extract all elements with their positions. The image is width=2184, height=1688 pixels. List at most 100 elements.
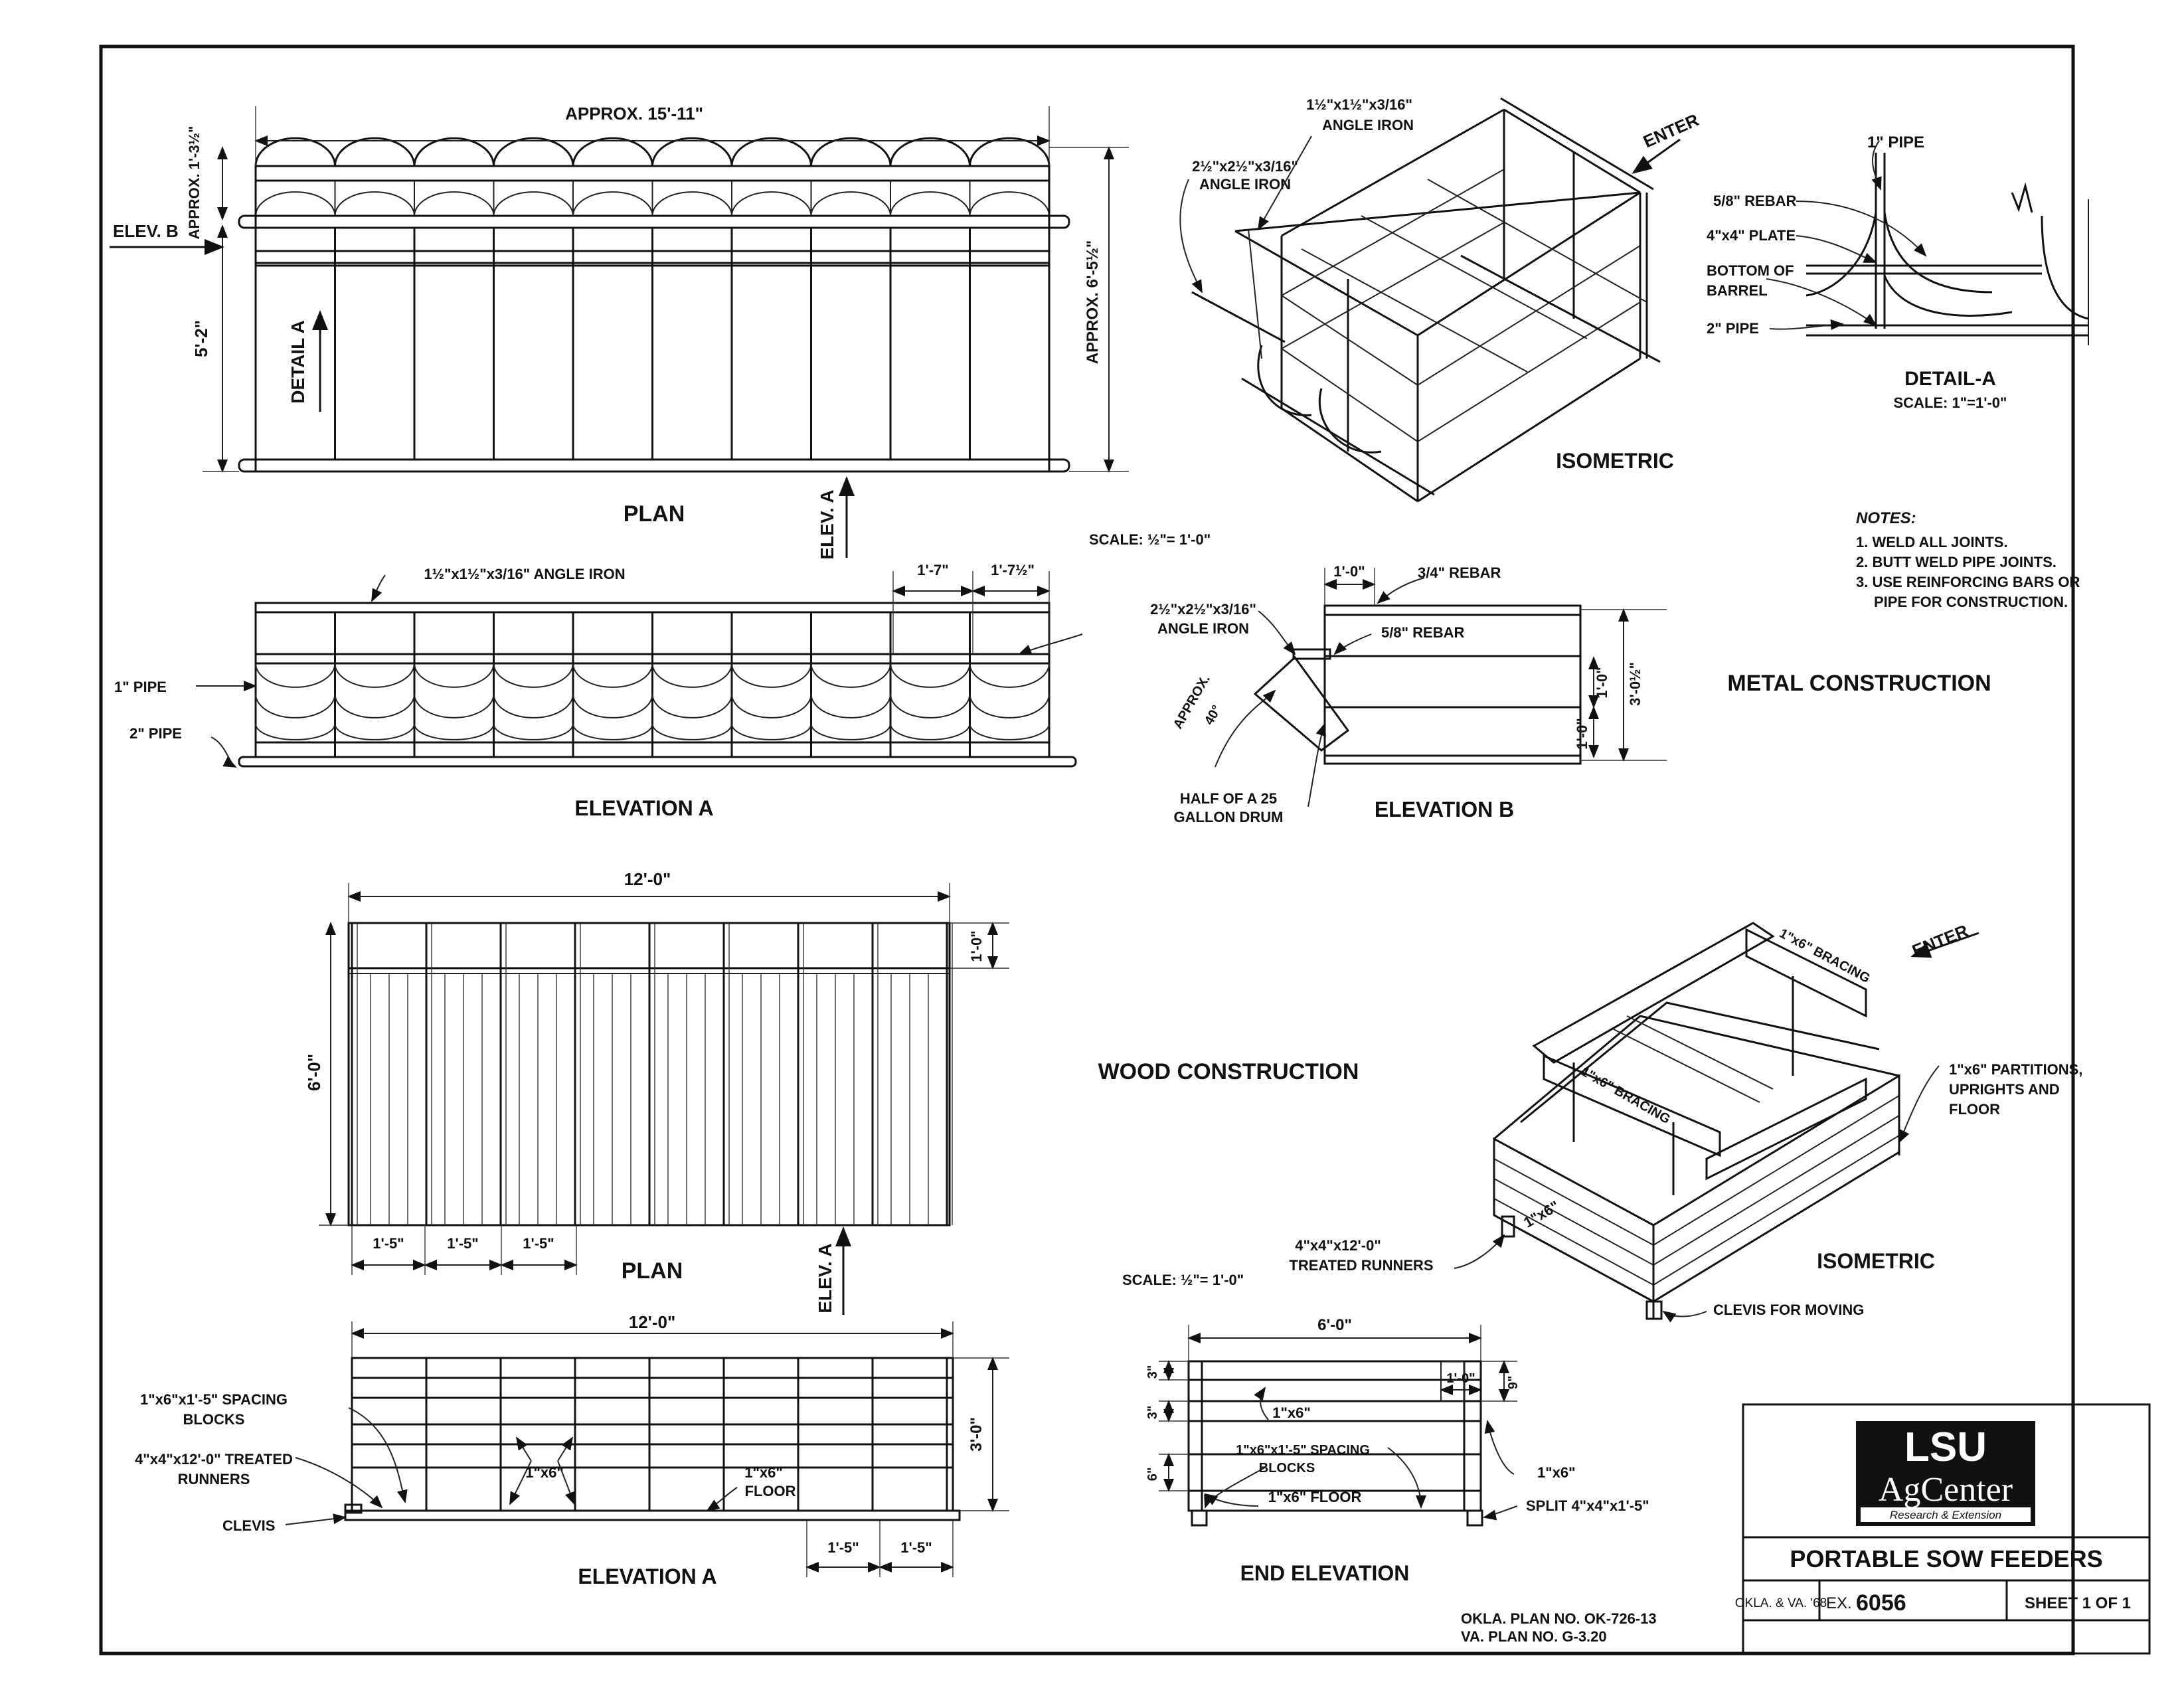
- wood-elev-floor-2: FLOOR: [745, 1483, 796, 1499]
- wood-elev-length: 12'-0": [629, 1312, 676, 1332]
- wood-iso-partitions-3: FLOOR: [1949, 1101, 2000, 1118]
- elev-drum-arc: [255, 663, 336, 688]
- elev-drum-arc: [969, 663, 1050, 688]
- wood-end-elevation-view: [1159, 1325, 1518, 1527]
- wood-elevation-a-view: [285, 1321, 1009, 1577]
- metal-iso-title: ISOMETRIC: [1556, 449, 1674, 473]
- elev-drum-arc: [334, 663, 415, 688]
- elev-drum-arc: [810, 723, 891, 740]
- metal-elev-dim-1: 1'-7": [917, 562, 948, 578]
- wood-plan-bay-1: 1'-5": [373, 1235, 404, 1252]
- detail-scale: SCALE: 1"=1'-0": [1894, 394, 2007, 411]
- note-1: 1. WELD ALL JOINTS.: [1856, 534, 2008, 550]
- metal-elev-b-angle: 2½"x2½"x3/16": [1150, 601, 1256, 618]
- elev-drum-arc: [334, 693, 415, 718]
- metal-elevation-b-view: [1215, 568, 1667, 807]
- drum-half-top: [651, 137, 733, 167]
- title-block-ex-label: EX.: [1826, 1594, 1852, 1612]
- drum-half-bottom: [493, 191, 574, 216]
- title-block-sheet: SHEET 1 OF 1: [2025, 1594, 2131, 1612]
- detail-pipe-1in: 1" PIPE: [1867, 133, 1924, 151]
- metal-plan-elev-b: ELEV. B: [113, 221, 179, 241]
- elev-drum-arc: [255, 723, 336, 740]
- metal-plan-approx-width: APPROX. 6'-5½": [1084, 240, 1102, 364]
- note-3: 3. USE REINFORCING BARS OR: [1856, 574, 2080, 590]
- end-elev-floor: 1"x6" FLOOR: [1268, 1489, 1362, 1505]
- wood-plan-elev-a: ELEV. A: [815, 1243, 835, 1313]
- elev-drum-arc: [572, 663, 653, 688]
- elev-drum-arc: [810, 693, 891, 718]
- end-elev-title: END ELEVATION: [1240, 1561, 1410, 1585]
- elev-drum-arc: [572, 693, 653, 718]
- sheet-border: [99, 44, 2075, 1655]
- metal-elev-b-drum-1: HALF OF A 25: [1180, 790, 1277, 807]
- note-3-cont: PIPE FOR CONSTRUCTION.: [1874, 594, 2068, 610]
- metal-iso-angle-small: 1½"x1½"x3/16": [1306, 96, 1412, 113]
- wood-plan-bay-3: 1'-5": [523, 1235, 554, 1252]
- metal-elev-b-rebar-34: 3/4" REBAR: [1418, 564, 1501, 581]
- drum-half-top: [969, 137, 1050, 167]
- metal-elev-b-angle-deg: 40°: [1202, 703, 1224, 727]
- title-block-ex-number: 6056: [1856, 1590, 1906, 1616]
- wood-iso-partitions-2: UPRIGHTS AND: [1949, 1081, 2060, 1098]
- metal-elevation-a-view: [196, 571, 1083, 768]
- metal-elev-pipe-2in: 2" PIPE: [129, 725, 182, 742]
- wood-plan-top-dim: 1'-0": [968, 930, 985, 962]
- wood-section-title: WOOD CONSTRUCTION: [1098, 1059, 1359, 1084]
- detail-bottom-1: BOTTOM OF: [1707, 262, 1794, 279]
- metal-elev-b-drum-2: GALLON DRUM: [1174, 809, 1284, 825]
- metal-plan-view: [110, 106, 1129, 558]
- wood-iso-partitions-1: 1"x6" PARTITIONS,: [1949, 1061, 2082, 1078]
- metal-elev-dim-2: 1'-7½": [991, 562, 1035, 578]
- elev-drum-arc: [334, 723, 415, 740]
- metal-plan-height: 5'-2": [191, 320, 211, 357]
- metal-elev-pipe-1in: 1" PIPE: [114, 679, 167, 695]
- wood-iso-board: 1"x6": [1521, 1197, 1562, 1230]
- detail-title: DETAIL-A: [1904, 368, 1996, 390]
- logo-research-extension: Research & Extension: [1890, 1509, 2001, 1521]
- elev-drum-arc: [890, 693, 971, 718]
- elev-drum-arc: [810, 663, 891, 688]
- drum-half-top: [334, 137, 416, 167]
- metal-elev-a-title: ELEVATION A: [574, 796, 713, 820]
- end-elev-side-board: 1"x6": [1537, 1464, 1576, 1481]
- wood-elev-bay-2: 1'-5": [900, 1539, 932, 1556]
- elev-drum-arc: [493, 693, 574, 718]
- wood-scale: SCALE: ½"= 1'-0": [1122, 1272, 1244, 1288]
- end-elev-dim-10: 1'-0": [1446, 1371, 1475, 1386]
- metal-elev-b-dim-a: 1'-0": [1594, 667, 1610, 698]
- drum-half-top: [730, 137, 812, 167]
- drum-half-top: [810, 137, 892, 167]
- title-block-states: OKLA. & VA. '68: [1735, 1596, 1827, 1610]
- elev-drum-arc: [651, 723, 732, 740]
- elev-drum-arc: [414, 693, 495, 718]
- elev-drum-arc: [731, 663, 812, 688]
- wood-elev-board: 1"x6": [525, 1464, 564, 1481]
- drum-half-top: [254, 137, 336, 167]
- logo-lsu: LSU: [1904, 1424, 1987, 1470]
- detail-bottom-2: BARREL: [1707, 282, 1768, 299]
- metal-elev-b-dim-b: 1'-0": [1574, 718, 1590, 749]
- metal-elev-b-rebar-58: 5/8" REBAR: [1381, 624, 1464, 641]
- metal-elev-angle-iron: 1½"x1½"x3/16" ANGLE IRON: [424, 566, 625, 582]
- elev-drum-arc: [651, 693, 732, 718]
- metal-iso-angle-small-label: ANGLE IRON: [1322, 117, 1414, 133]
- elev-drum-arc: [969, 693, 1050, 718]
- end-elev-blocks-1: 1"x6"x1'-5" SPACING: [1236, 1443, 1370, 1458]
- wood-plan-width: 6'-0": [304, 1054, 324, 1091]
- elev-drum-arc: [890, 723, 971, 740]
- metal-plan-title: PLAN: [624, 501, 685, 527]
- elev-drum-arc: [890, 663, 971, 688]
- end-elev-split: SPLIT 4"x4"x1'-5": [1526, 1497, 1649, 1514]
- end-elev-board: 1"x6": [1272, 1404, 1311, 1421]
- metal-plan-approx-length: APPROX. 15'-11": [565, 104, 703, 124]
- wood-plan-view: [319, 883, 1009, 1315]
- elev-drum-arc: [731, 723, 812, 740]
- wood-elev-clevis: CLEVIS: [222, 1517, 275, 1534]
- wood-iso-runners-2: TREATED RUNNERS: [1289, 1257, 1433, 1274]
- detail-rebar: 5/8" REBAR: [1713, 193, 1796, 209]
- wood-elev-floor-1: 1"x6": [744, 1464, 783, 1481]
- end-elev-dim-3a: 3": [1145, 1365, 1160, 1379]
- notes-heading: NOTES:: [1856, 509, 1916, 527]
